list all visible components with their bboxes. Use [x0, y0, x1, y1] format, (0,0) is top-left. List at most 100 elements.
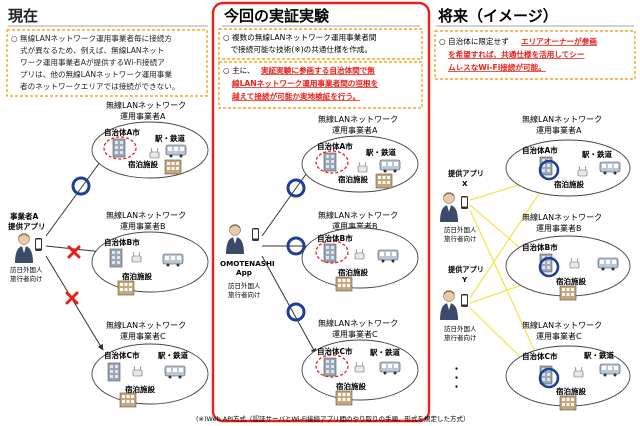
operator-b-label: 運用事業者B: [120, 221, 166, 231]
operator-c-label: 運用事業者C: [332, 329, 378, 339]
city-a-label: 自治体A市: [317, 141, 353, 151]
right-note-red: エリアオーナーが参画: [521, 36, 597, 46]
station-label: 駅・鉄道: [369, 347, 400, 357]
operator-a-area: [505, 139, 631, 197]
left-note-box: [6, 29, 208, 97]
operator-c-area: [91, 343, 209, 405]
center-note2-red: 線LANネットワーク運用事業者間の垣根を: [232, 78, 378, 88]
app-x-label: 提供アプリ: [447, 169, 484, 178]
footnote: (※)Web API方式（認証サーバとWi-Fi接続アプリ間のやり取りの手順、形…: [196, 414, 469, 423]
center-user-label: 訪日外国人: [228, 281, 261, 290]
operator-c-label: 無線LANネットワーク: [318, 318, 398, 328]
center-note2-prefix: ○ 主に、: [223, 65, 255, 75]
more-apps-ellipsis: ・・・: [450, 364, 460, 391]
hotel-label: 宿泊施設: [336, 381, 366, 391]
right-note-box: [434, 30, 636, 80]
center-panel-frame: [211, 1, 431, 423]
left-note-line: ○ 無線LANネットワーク運用事業者毎に接続方: [11, 33, 172, 43]
hotel-label: 宿泊施設: [556, 276, 586, 286]
station-label: 駅・鉄道: [583, 350, 614, 360]
app-y-label: 提供アプリ: [447, 265, 484, 274]
operator-c-label: 無線LANネットワーク: [106, 320, 186, 330]
left-note-line: 者のネットワークエリアでは接続ができない。: [20, 81, 179, 91]
right-user-label: 訪日外国人: [444, 324, 477, 333]
city-c-label: 自治体C市: [522, 351, 558, 361]
operator-c-label: 運用事業者C: [120, 331, 166, 341]
connect-ok-icon: [286, 302, 306, 322]
operator-a-label: 無線LANネットワーク: [318, 114, 398, 124]
city-c-label: 自治体C市: [317, 346, 353, 356]
left-heading: 現在: [8, 7, 38, 25]
station-label: 駅・鉄道: [154, 133, 185, 143]
operator-b-area: [91, 231, 209, 293]
hotel-label: 宿泊施設: [125, 384, 155, 394]
connect-ok-icon: [71, 176, 91, 196]
left-app-label: 提供アプリ: [8, 221, 46, 231]
connect-ng-icon: [67, 245, 81, 259]
station-label: 駅・鉄道: [157, 350, 188, 360]
center-app-label: OMOTENASHI: [220, 259, 275, 268]
right-user-label: 訪日外国人: [444, 225, 477, 234]
center-note2-red: 実証実験に参画する自治体間で無: [261, 65, 375, 75]
traveler-icon: [439, 192, 459, 223]
right-note-red: を希望すれば、共通仕様を活用してシー: [448, 49, 584, 59]
traveler-icon: [14, 233, 34, 264]
smartphone-icon: [35, 238, 42, 251]
app-y-label: Y: [461, 275, 468, 284]
left-user-label: 旅行者向け: [10, 274, 43, 283]
city-b-label: 自治体B市: [522, 242, 558, 252]
connect-ok-icon: [286, 236, 306, 256]
left-app-label: 事業者A: [10, 211, 38, 221]
hotel-label: 宿泊施設: [122, 271, 152, 281]
connect-ok-icon: [286, 178, 306, 198]
smartphone-icon: [461, 294, 468, 307]
operator-a-label: 運用事業者A: [332, 125, 378, 135]
operator-c-label: 無線LANネットワーク: [522, 320, 602, 330]
operator-b-label: 運用事業者B: [536, 223, 582, 233]
connect-ng-icon: [65, 291, 79, 305]
app-x-label: X: [462, 179, 468, 188]
hotel-label: 宿泊施設: [556, 386, 586, 396]
right-user-label: 旅行者向け: [444, 234, 477, 243]
hotel-label: 宿泊施設: [338, 267, 368, 277]
operator-b-label: 無線LANネットワーク: [106, 210, 186, 220]
operator-a-label: 無線LANネットワーク: [106, 100, 186, 110]
smartphone-icon: [461, 196, 468, 209]
operator-b-label: 無線LANネットワーク: [522, 212, 602, 222]
traveler-icon: [225, 224, 245, 255]
smartphone-icon: [252, 228, 259, 241]
right-note-red: ムレスなWi-Fi接続が可能。: [448, 62, 546, 72]
operator-a-label: 無線LANネットワーク: [522, 114, 602, 124]
operator-c-label: 運用事業者C: [536, 331, 582, 341]
city-c-label: 自治体C市: [104, 350, 140, 360]
hotel-label: 宿泊施設: [338, 174, 368, 184]
operator-a-label: 運用事業者A: [536, 125, 582, 135]
right-heading: 将来（イメージ）: [438, 7, 558, 25]
right-user-label: 旅行者向け: [444, 333, 477, 342]
left-note-line: 式が異なるため、例えば、無線LANネット: [20, 45, 164, 55]
operator-b-label: 運用事業者B: [332, 221, 378, 231]
center-note1-box: [218, 28, 423, 60]
left-user-label: 訪日外国人: [10, 265, 43, 274]
center-note2-red: 越えて接続が可能か実地検証を行う。: [231, 91, 360, 101]
center-note2-box: [218, 61, 423, 109]
traveler-icon: [439, 290, 459, 321]
right-note-prefix: ○ 自治体に限定せず: [439, 36, 509, 46]
city-b-label: 自治体B市: [104, 237, 140, 247]
left-note-line: ワーク運用事業者Aが提供するWi-Fi接続ア: [20, 57, 165, 67]
station-label: 駅・鉄道: [365, 147, 396, 157]
hotel-label: 宿泊施設: [554, 179, 584, 189]
city-b-label: 自治体B市: [317, 233, 353, 243]
operator-b-label: 無線LANネットワーク: [318, 210, 398, 220]
city-a-label: 自治体A市: [522, 145, 558, 155]
center-user-label: 旅行者向け: [228, 290, 261, 299]
center-app-label: App: [236, 268, 252, 277]
left-note-line: プリは、他の無線LANネットワーク運用事業: [20, 69, 172, 79]
operator-a-label: 運用事業者A: [120, 111, 166, 121]
station-label: 駅・鉄道: [581, 149, 612, 159]
center-note1-line: ○ 複数の無線LANネットワーク運用事業者間: [223, 32, 376, 42]
hotel-label: 宿泊施設: [128, 159, 158, 169]
center-note1-line: で接続可能な技術(※)の共通仕様を作成。: [223, 44, 372, 54]
city-a-label: 自治体A市: [104, 127, 140, 137]
